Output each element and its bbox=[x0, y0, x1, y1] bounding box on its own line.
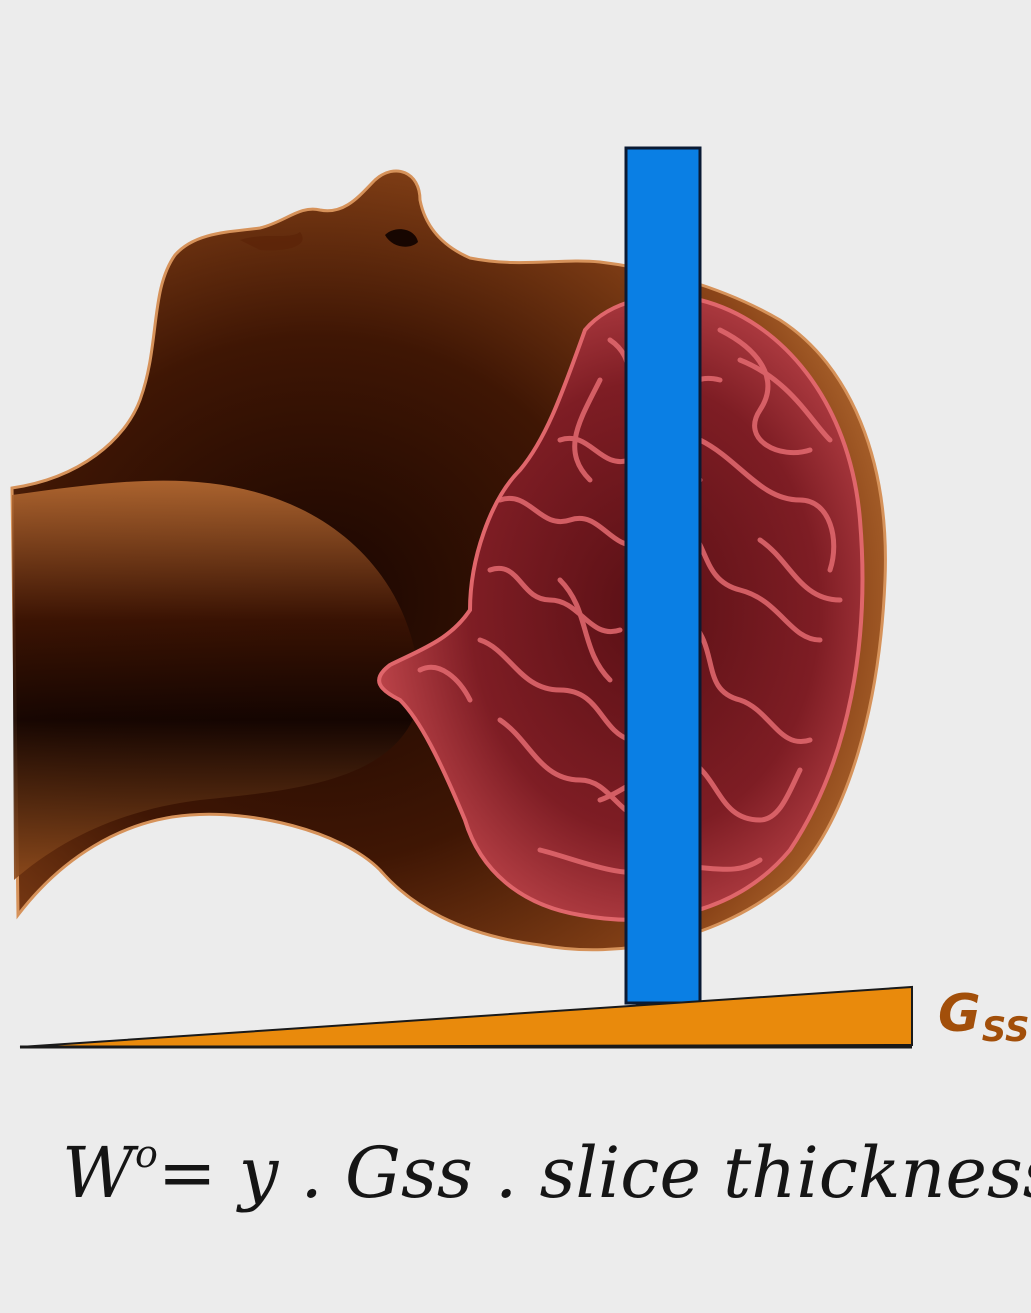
gradient-label-main: G bbox=[938, 984, 981, 1044]
equation-superscript: o bbox=[135, 1132, 158, 1176]
equation-symbol: W bbox=[62, 1132, 134, 1214]
slice-select-gradient-wedge bbox=[20, 987, 912, 1047]
gradient-label: GSS bbox=[938, 988, 1029, 1040]
equation-body: = y . Gss . slice thickness bbox=[158, 1132, 1031, 1214]
slice-plane bbox=[626, 148, 700, 1003]
equation: Wo= y . Gss . slice thickness bbox=[62, 1138, 1022, 1208]
gradient-label-subscript: SS bbox=[982, 1010, 1030, 1050]
